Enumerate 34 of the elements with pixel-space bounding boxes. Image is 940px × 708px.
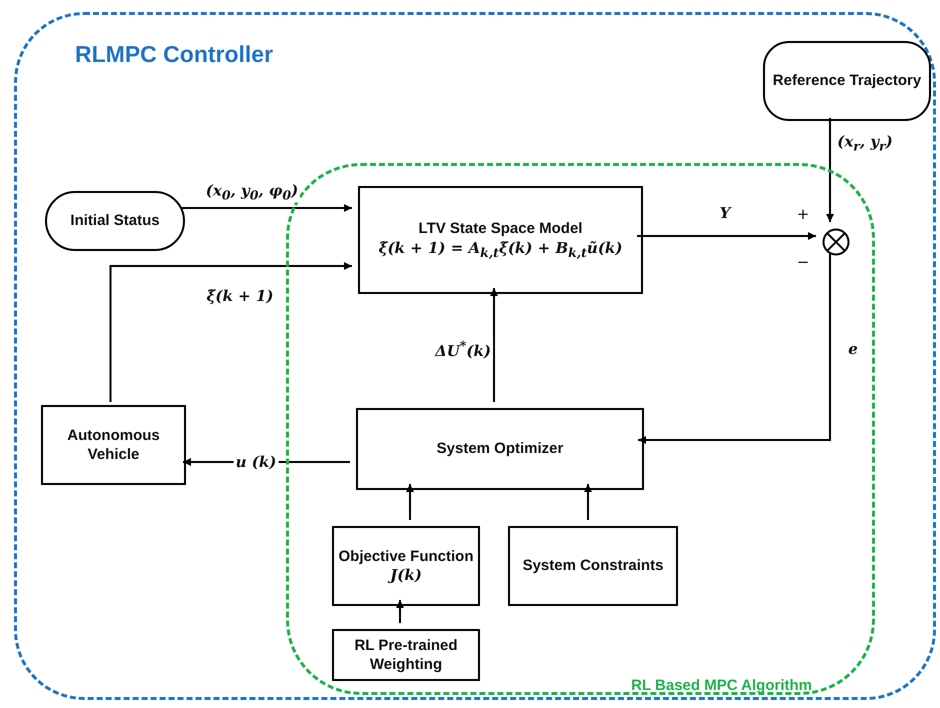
arrow	[637, 232, 816, 240]
arrow	[826, 118, 834, 222]
terminal-box	[763, 41, 931, 121]
box-label: Reference Trajectory	[772, 71, 922, 91]
formula: J(k)	[390, 566, 422, 586]
sign-label: −	[796, 253, 810, 271]
box-label: Objective Function	[338, 546, 474, 566]
group-title: RLMPC Controller	[75, 41, 274, 68]
edge-label: ξ̃(k + 1)	[204, 287, 276, 305]
process-box	[41, 405, 186, 485]
box-label: Autonomous Vehicle	[66, 426, 161, 464]
process-box	[356, 408, 644, 490]
arrow	[396, 600, 404, 623]
process-box	[358, 186, 643, 294]
box-label: LTV State Space Model	[418, 219, 582, 239]
group-title: RL Based MPC Algorithm	[631, 677, 812, 694]
process-box	[508, 526, 678, 606]
process-box	[332, 526, 480, 606]
formula: ξ̃(k + 1) = A$_{k,t}$ξ̃(k) + B$_{k,t}$ũ(k)	[378, 238, 622, 261]
edge-label: u (k)	[234, 453, 278, 471]
edge-label: ΔU$^{*}$(k)	[433, 338, 493, 360]
box-label: System Optimizer	[436, 439, 564, 459]
box-label: RL Pre-trained Weighting	[353, 636, 459, 674]
sign-label: +	[796, 205, 810, 223]
box-label: Initial Status	[70, 211, 160, 231]
arrow	[406, 484, 414, 520]
arrow	[110, 262, 352, 402]
summing-junction	[822, 228, 850, 256]
arrow	[584, 484, 592, 520]
arrow	[490, 288, 498, 402]
terminal-box	[45, 191, 185, 251]
box-label: System Constraints	[522, 556, 664, 576]
process-box	[332, 629, 480, 681]
arrow	[182, 204, 352, 212]
